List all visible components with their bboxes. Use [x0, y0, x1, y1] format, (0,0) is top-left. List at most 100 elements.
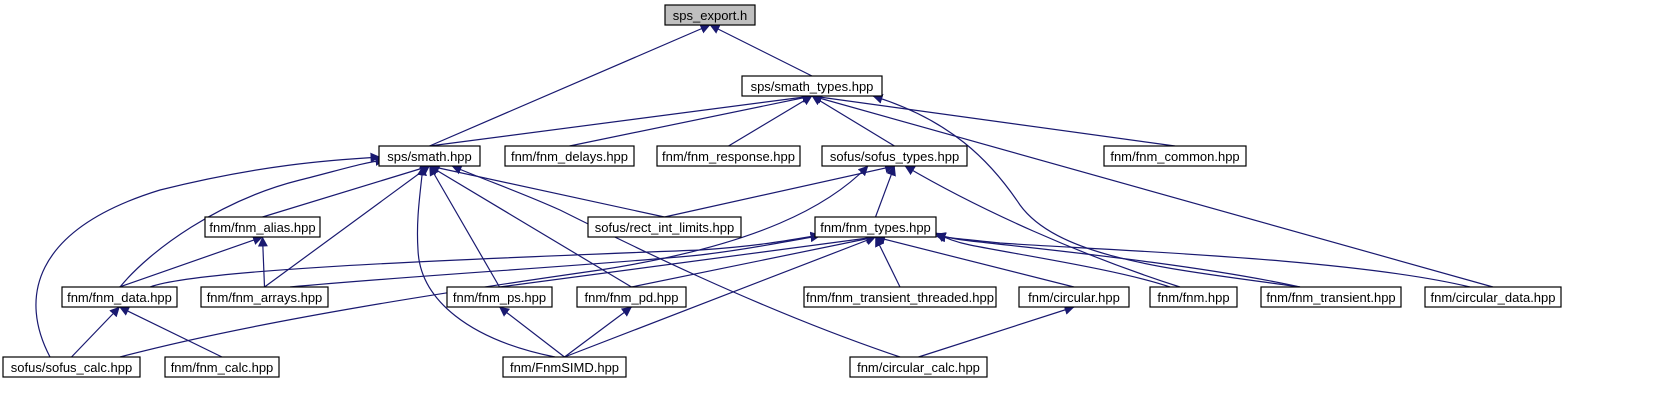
edge-line	[119, 165, 869, 358]
node-fnm-transient-thr[interactable]: fnm/fnm_transient_threaded.hpp	[803, 286, 997, 308]
edge-line	[119, 306, 223, 358]
node-label: fnm/fnm_arrays.hpp	[207, 290, 323, 305]
edge-fnm_pd-to-smath	[429, 165, 632, 288]
node-box[interactable]	[164, 356, 280, 378]
node-label: sps/smath.hpp	[387, 149, 472, 164]
edge-fnmsimd-to-fnm_types	[564, 235, 876, 358]
edge-line	[569, 93, 813, 147]
node-label: sps/smath_types.hpp	[751, 79, 874, 94]
node-fnm-alias[interactable]: fnm/fnm_alias.hpp	[204, 216, 321, 238]
edge-line	[119, 155, 386, 288]
node-sps-export: sps_export.h	[664, 4, 756, 26]
edge-line	[257, 236, 268, 288]
node-box[interactable]	[1018, 286, 1130, 308]
edge-line	[872, 94, 1301, 288]
node-fnm-types[interactable]: fnm/fnm_types.hpp	[814, 216, 937, 238]
edge-line	[428, 165, 501, 288]
edge-fnm-to-fnm_types	[935, 232, 1171, 288]
node-label: sofus/sofus_types.hpp	[830, 149, 959, 164]
node-box[interactable]	[502, 356, 627, 378]
node-smath[interactable]: sps/smath.hpp	[378, 145, 481, 167]
node-box[interactable]	[1260, 286, 1402, 308]
edge-line	[499, 306, 565, 358]
edge-line	[499, 233, 876, 288]
node-sofus-types[interactable]: sofus/sofus_types.hpp	[821, 145, 968, 167]
node-box[interactable]	[587, 216, 742, 238]
node-fnm-calc[interactable]: fnm/fnm_calc.hpp	[164, 356, 280, 378]
node-fnm-ps[interactable]: fnm/fnm_ps.hpp	[446, 286, 553, 308]
edge-line	[904, 165, 1181, 288]
node-label: sps_export.h	[673, 8, 747, 23]
node-box[interactable]	[504, 145, 635, 167]
node-label: fnm/fnm_alias.hpp	[209, 220, 315, 235]
edge-line	[429, 92, 813, 147]
node-fnm-common[interactable]: fnm/fnm_common.hpp	[1103, 145, 1247, 167]
node-smath-types[interactable]: sps/smath_types.hpp	[741, 75, 883, 97]
node-fnm-response[interactable]: fnm/fnm_response.hpp	[656, 145, 801, 167]
edge-line	[564, 235, 876, 358]
node-fnm-data[interactable]: fnm/fnm_data.hpp	[61, 286, 178, 308]
edge-line	[811, 95, 895, 147]
node-box[interactable]	[656, 145, 801, 167]
edge-circular-to-fnm_types	[875, 234, 1075, 288]
nodes-layer: sps_export.h sps/smath_types.hpp sps/smath…	[2, 4, 1562, 378]
edge-line	[935, 232, 1171, 288]
node-label: fnm/fnm_response.hpp	[662, 149, 795, 164]
node-fnm[interactable]: fnm/fnm.hpp	[1149, 286, 1238, 308]
node-box[interactable]	[821, 145, 968, 167]
node-sofus-calc[interactable]: sofus/sofus_calc.hpp	[2, 356, 141, 378]
node-label: sofus/rect_int_limits.hpp	[595, 220, 734, 235]
edge-line	[728, 95, 813, 147]
node-box[interactable]	[378, 145, 481, 167]
edge-rect_int_limits-to-smath	[429, 163, 665, 218]
node-box[interactable]	[446, 286, 553, 308]
edge-fnm_ps-to-smath	[428, 165, 501, 288]
node-box[interactable]	[741, 75, 883, 97]
node-box[interactable]	[204, 216, 321, 238]
node-box[interactable]	[61, 286, 178, 308]
node-circular[interactable]: fnm/circular.hpp	[1018, 286, 1130, 308]
edge-line	[631, 234, 876, 288]
node-box[interactable]	[576, 286, 687, 308]
node-box[interactable]	[849, 356, 988, 378]
node-label: fnm/fnm_ps.hpp	[453, 290, 546, 305]
node-fnm-transient[interactable]: fnm/fnm_transient.hpp	[1260, 286, 1402, 308]
node-fnmsimd[interactable]: fnm/FnmSIMD.hpp	[502, 356, 627, 378]
edge-fnm-to-sofus_types	[904, 165, 1181, 288]
node-box[interactable]	[1149, 286, 1238, 308]
edge-line	[664, 163, 895, 218]
edge-fnm_arrays-to-smath	[264, 165, 430, 288]
node-label: fnm/circular_data.hpp	[1430, 290, 1555, 305]
node-rect-int-limits[interactable]: sofus/rect_int_limits.hpp	[587, 216, 742, 238]
node-box[interactable]	[1424, 286, 1562, 308]
edge-fnm_alias-to-smath	[262, 163, 430, 218]
edge-line	[71, 306, 120, 358]
edge-sofus_calc-to-fnm_data	[71, 306, 120, 358]
node-label: fnm/fnm_pd.hpp	[585, 290, 679, 305]
node-box[interactable]	[803, 286, 997, 308]
edge-fnm_types-to-sofus_types	[874, 165, 896, 218]
edge-line	[935, 232, 1471, 288]
node-circular-data[interactable]: fnm/circular_data.hpp	[1424, 286, 1562, 308]
edge-fnm_ps-to-fnm_types	[499, 233, 876, 288]
edge-line	[429, 165, 632, 288]
edge-fnm_data-to-fnm_alias	[119, 235, 263, 288]
edge-line	[429, 24, 711, 147]
node-circular-calc[interactable]: fnm/circular_calc.hpp	[849, 356, 988, 378]
edge-sofus_calc-to-sofus_types	[119, 165, 869, 358]
node-fnm-pd[interactable]: fnm/fnm_pd.hpp	[576, 286, 687, 308]
node-label: fnm/fnm_transient_threaded.hpp	[806, 290, 994, 305]
node-box[interactable]	[200, 286, 329, 308]
node-box[interactable]	[814, 216, 937, 238]
edge-line	[149, 231, 821, 288]
edge-line	[564, 306, 632, 358]
node-box	[664, 4, 756, 26]
edge-fnmsimd-to-fnm_pd	[564, 306, 632, 358]
node-fnm-arrays[interactable]: fnm/fnm_arrays.hpp	[200, 286, 329, 308]
node-box[interactable]	[1103, 145, 1247, 167]
node-fnm-delays[interactable]: fnm/fnm_delays.hpp	[504, 145, 635, 167]
edge-fnm_transient_thr-to-fnm_types	[874, 236, 901, 288]
node-box[interactable]	[2, 356, 141, 378]
edge-circular_data-to-fnm_types	[935, 232, 1471, 288]
edge-line	[875, 234, 1075, 288]
